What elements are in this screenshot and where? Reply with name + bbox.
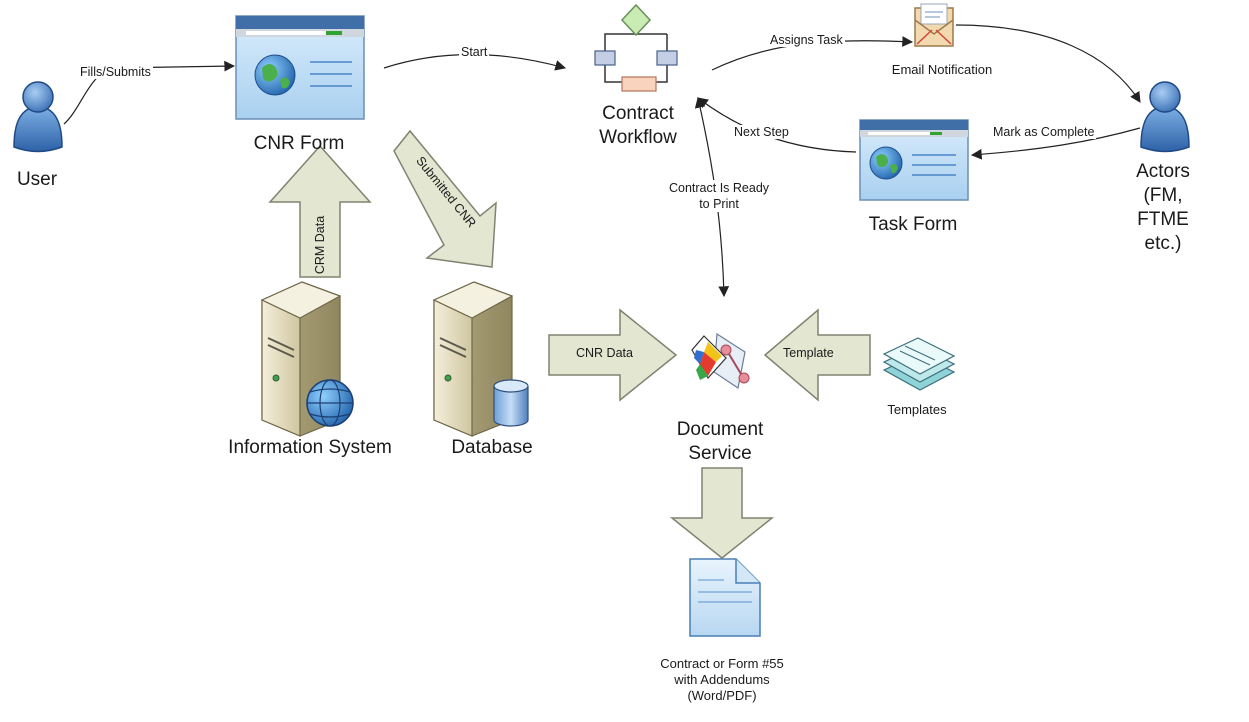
workflow-icon [594,3,678,92]
database-label: Database [451,437,533,458]
globe-icon [306,379,354,427]
crm-data-block-arrow [268,144,372,278]
crm-data-arrow-label: CRM Data [313,215,327,275]
output-document-label: Contract or Form #55 with Addendums (Wor… [660,656,784,703]
templates-stack-icon [882,337,956,391]
contract-ready-edge-label: Contract Is Ready to Print [666,180,772,212]
templates-label: Templates [887,402,947,417]
actors-label: Actors (FM, FTME etc.) [1136,161,1190,254]
task-form-label: Task Form [868,214,958,235]
mark-as-complete-edge-label: Mark as Complete [991,125,1097,139]
information-system-label: Information System [228,437,392,458]
assigns-task-edge-label: Assigns Task [768,33,845,47]
actors-icon [1140,81,1190,153]
document-service-icon [691,332,750,389]
task-form-window-icon [859,119,969,201]
database-server-icon [432,281,514,437]
document-icon [689,558,761,637]
user-icon [13,81,63,153]
start-edge-label: Start [459,45,490,59]
document-service-label: Document Service [676,419,764,464]
email-envelope-icon [914,3,954,47]
template-block-arrow [763,308,871,402]
next-step-edge-label: Next Step [732,125,791,139]
cnr-data-block-arrow [548,308,678,402]
cnr-data-arrow-label: CNR Data [576,346,633,360]
cnr-form-window-icon [235,15,365,120]
template-arrow-label: Template [783,346,834,360]
user-label: User [16,169,58,190]
output-block-arrow [669,467,775,559]
email-to-actors-connector [955,24,1141,103]
contract-workflow-label: Contract Workflow [599,103,677,148]
fills-submits-edge-label: Fills/Submits [78,65,153,79]
cnr-form-label: CNR Form [253,133,345,154]
submitted-cnr-block-arrow [393,129,497,268]
mark-as-complete-connector [970,127,1141,160]
email-notification-label: Email Notification [891,62,993,77]
database-cylinder-icon [493,379,529,427]
